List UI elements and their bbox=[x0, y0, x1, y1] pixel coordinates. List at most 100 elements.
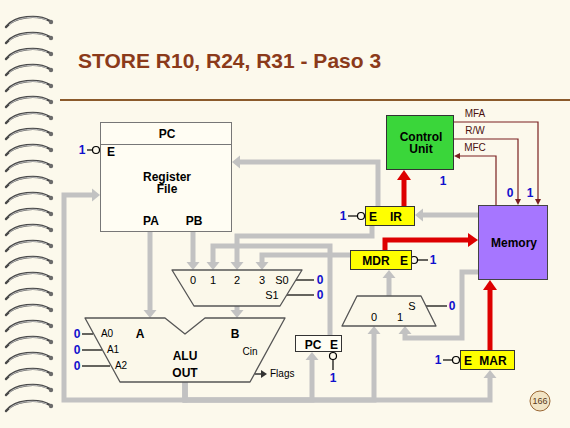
node-label: Cin bbox=[242, 347, 257, 357]
enable-wire bbox=[332, 360, 333, 371]
spiral-coil bbox=[6, 177, 50, 187]
spiral-hole bbox=[49, 84, 53, 88]
node-label: E bbox=[369, 211, 377, 223]
spiral-coil bbox=[6, 337, 50, 347]
spiral-highlight bbox=[9, 145, 47, 153]
signal-value: 1 bbox=[79, 144, 86, 156]
spiral-highlight bbox=[9, 241, 47, 249]
connector-line bbox=[385, 240, 469, 250]
control-wire bbox=[82, 365, 110, 366]
signal-value: 0 bbox=[74, 328, 81, 340]
spiral-hole bbox=[49, 116, 53, 120]
spiral-coil bbox=[6, 65, 50, 75]
arrowhead bbox=[306, 352, 319, 360]
alu: ABA0A1A2ALUCinOUT bbox=[85, 318, 285, 382]
spiral-highlight bbox=[9, 385, 47, 393]
signal-value: 0 bbox=[74, 344, 81, 356]
spiral-highlight bbox=[9, 225, 47, 233]
multiplexer-shape bbox=[172, 270, 302, 306]
bus-connector bbox=[383, 270, 396, 296]
node-label: A2 bbox=[115, 361, 127, 371]
spiral-hole bbox=[49, 324, 53, 328]
node-label: IR bbox=[390, 211, 402, 223]
bus-connector bbox=[385, 233, 478, 250]
enable-wire bbox=[87, 149, 92, 150]
node-label: E bbox=[400, 255, 408, 267]
node-label: 3 bbox=[259, 275, 265, 286]
signal-value: 1 bbox=[435, 354, 442, 366]
node-label: E bbox=[464, 355, 472, 367]
box-divider bbox=[101, 144, 231, 145]
node-label: A0 bbox=[101, 329, 113, 339]
control-wire bbox=[82, 349, 102, 350]
spiral-highlight bbox=[9, 353, 47, 361]
spiral-coil bbox=[6, 33, 50, 43]
multiplexer-outline bbox=[342, 296, 436, 326]
spiral-coil bbox=[6, 385, 50, 395]
arrowhead bbox=[207, 262, 220, 270]
spiral-highlight bbox=[9, 321, 47, 329]
spiral-hole bbox=[49, 228, 53, 232]
spiral-hole bbox=[49, 68, 53, 72]
arrowhead bbox=[468, 233, 478, 247]
control-unit: Control Unit bbox=[386, 115, 454, 170]
alu-shape bbox=[85, 318, 285, 382]
signal-value: 1 bbox=[527, 187, 534, 199]
bus-connector bbox=[415, 209, 478, 222]
bus-connector bbox=[231, 306, 244, 318]
enable-bubble bbox=[330, 353, 337, 360]
arrowhead bbox=[92, 189, 100, 202]
node-label: PC bbox=[159, 128, 176, 140]
node-label: OUT bbox=[172, 367, 197, 379]
spiral-hole bbox=[49, 388, 53, 392]
control-wire bbox=[426, 305, 447, 306]
page-number: 166 bbox=[532, 397, 547, 406]
spiral-coil bbox=[6, 81, 50, 91]
node-label: 1 bbox=[210, 275, 216, 286]
spiral-hole bbox=[49, 292, 53, 296]
spiral-coil bbox=[6, 129, 50, 139]
spiral-hole bbox=[49, 356, 53, 360]
node-label: Control Unit bbox=[391, 131, 451, 155]
connector-line bbox=[235, 306, 240, 311]
node-label: S bbox=[408, 301, 415, 312]
spiral-hole bbox=[49, 340, 53, 344]
enable-wire bbox=[443, 359, 452, 360]
bus-connector bbox=[454, 122, 541, 205]
spiral-highlight bbox=[9, 257, 47, 265]
spiral-coil bbox=[6, 161, 50, 171]
register-box: E IR bbox=[365, 206, 415, 226]
spiral-hole bbox=[49, 404, 53, 408]
node-label: 1 bbox=[397, 312, 403, 323]
signal-value: 0 bbox=[507, 187, 514, 199]
spiral-highlight bbox=[9, 113, 47, 121]
arrowhead bbox=[144, 310, 157, 318]
signal-value: 0 bbox=[74, 360, 81, 372]
arrowhead bbox=[256, 262, 269, 270]
signal-name: R/W bbox=[464, 126, 485, 136]
spiral-highlight bbox=[9, 97, 47, 105]
spiral-coil bbox=[6, 257, 50, 267]
node-label: A1 bbox=[107, 345, 119, 355]
spiral-highlight bbox=[9, 305, 47, 313]
spiral-highlight bbox=[9, 209, 47, 217]
signal-value: 1 bbox=[330, 372, 337, 384]
enable-bubble bbox=[358, 213, 365, 220]
spiral-hole bbox=[49, 52, 53, 56]
arrowhead bbox=[232, 156, 240, 169]
connector-line bbox=[148, 232, 153, 311]
signal-value: 0 bbox=[317, 289, 324, 301]
arrowhead bbox=[483, 280, 497, 290]
bus-connector bbox=[144, 232, 157, 318]
enable-bubble bbox=[453, 357, 460, 364]
signal-value: 1 bbox=[340, 210, 347, 222]
spiral-coil bbox=[6, 97, 50, 107]
signal-value: 1 bbox=[440, 175, 447, 187]
spiral-hole bbox=[49, 100, 53, 104]
register-box: EMAR bbox=[460, 350, 515, 370]
enable-wire bbox=[348, 215, 357, 216]
spiral-highlight bbox=[9, 17, 47, 25]
register-box: MDRE bbox=[350, 250, 412, 270]
spiral-hole bbox=[49, 132, 53, 136]
